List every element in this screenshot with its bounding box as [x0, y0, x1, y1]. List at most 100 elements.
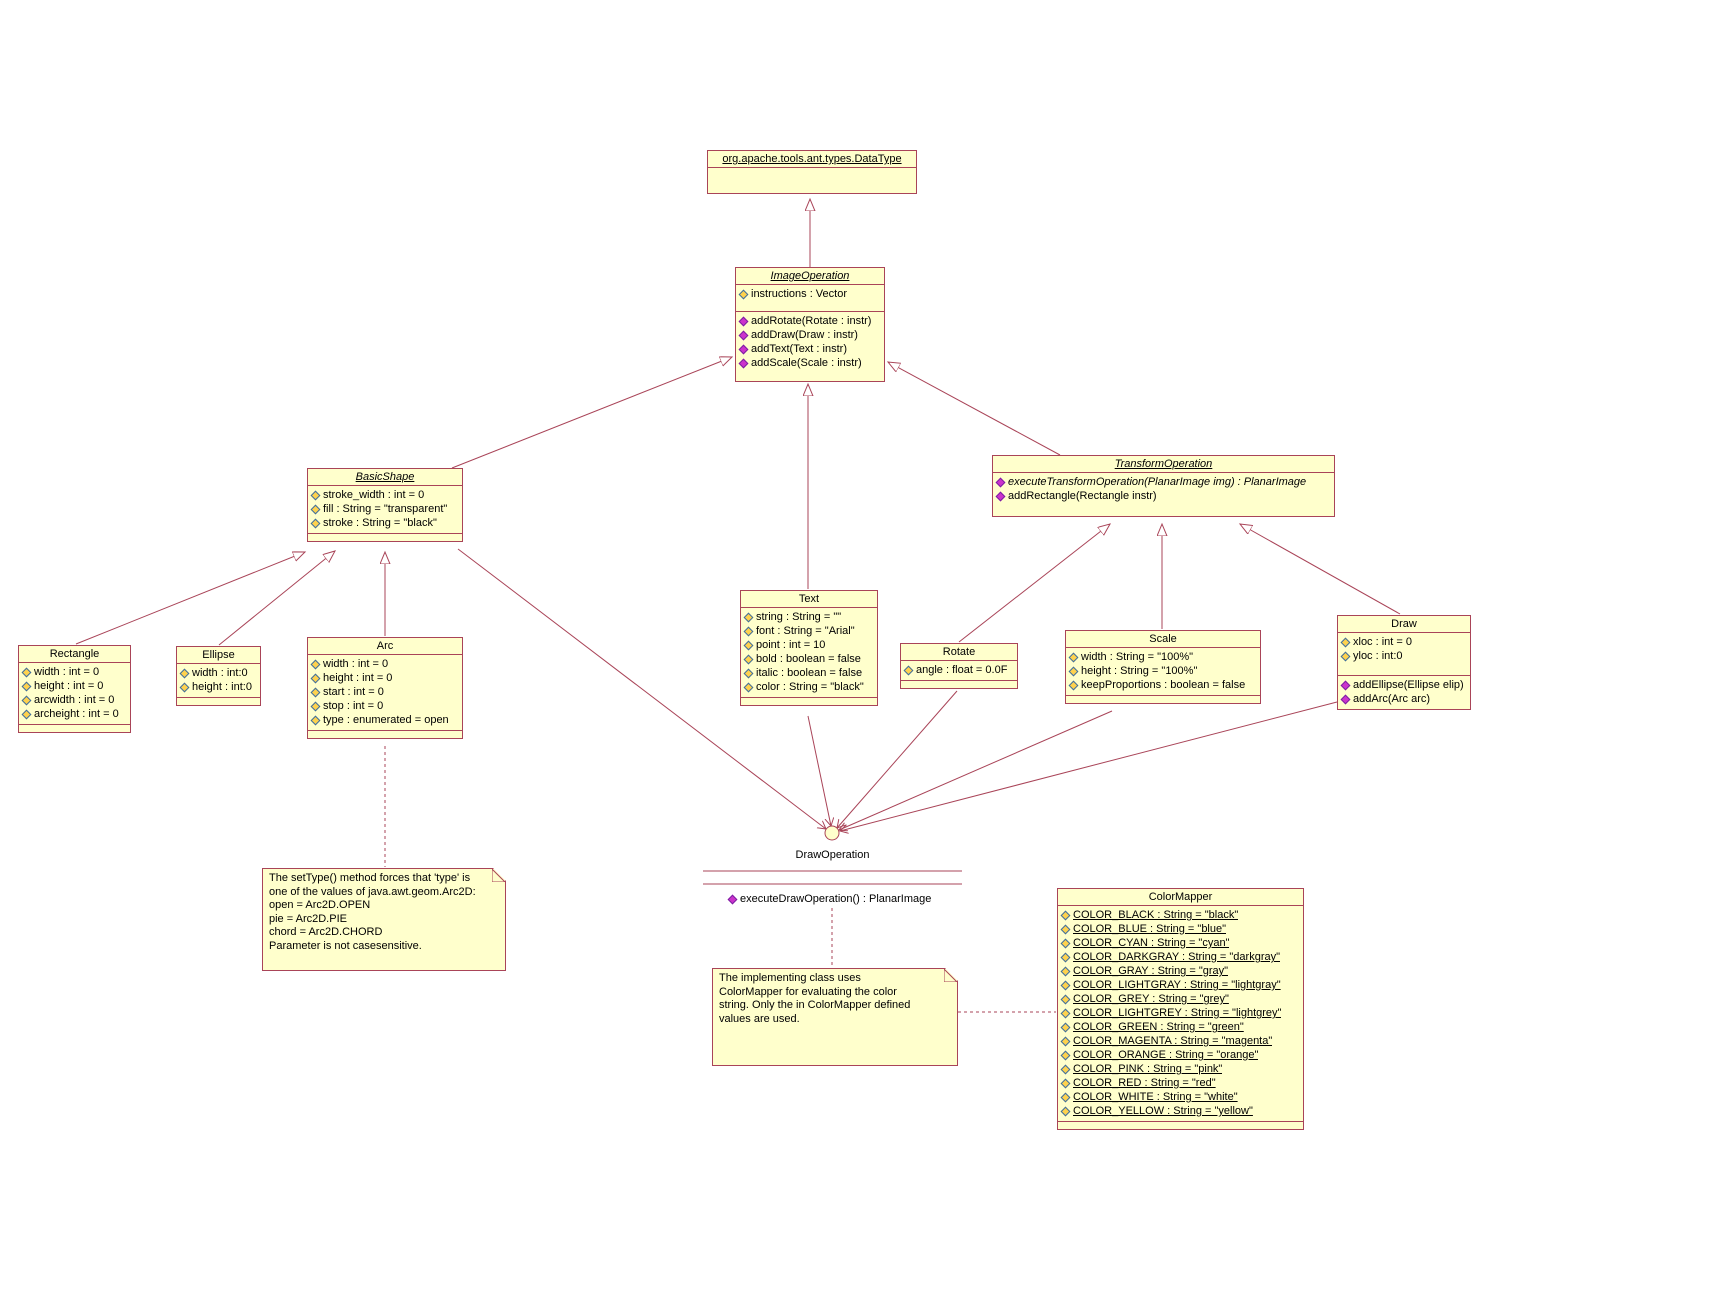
- attribute-icon: [21, 695, 32, 705]
- attribute-icon: [310, 490, 321, 500]
- methods-compartment: addRotate(Rotate : instr) addDraw(Draw :…: [736, 311, 884, 381]
- class-datatype[interactable]: org.apache.tools.ant.types.DataType: [707, 150, 917, 194]
- attribute-icon: [1340, 651, 1351, 661]
- methods-compartment: [308, 533, 462, 541]
- attribute-row: COLOR_GREY : String = "grey": [1060, 992, 1301, 1006]
- note-text: The implementing class uses ColorMapper …: [719, 972, 911, 1025]
- attribute-row: xloc : int = 0: [1340, 635, 1468, 649]
- attribute-icon: [21, 681, 32, 691]
- method-icon: [738, 358, 749, 368]
- interface-name: DrawOperation: [795, 849, 870, 861]
- attribute-icon: [310, 518, 321, 528]
- class-ellipse[interactable]: Ellipse width : int:0 height : int:0: [176, 646, 261, 706]
- attribute-row: font : String = "Arial": [743, 624, 875, 638]
- class-text[interactable]: Text string : String = "" font : String …: [740, 590, 878, 706]
- attribute-icon: [743, 626, 754, 636]
- interface-method-row: executeDrawOperation() : PlanarImage: [727, 892, 932, 906]
- attribute-icon: [743, 682, 754, 692]
- attribute-row: string : String = "": [743, 610, 875, 624]
- note-arc-settype[interactable]: The setType() method forces that 'type' …: [262, 868, 506, 971]
- attribute-icon: [179, 682, 190, 692]
- note-fold-icon: [944, 969, 957, 982]
- attribute-row: color : String = "black": [743, 680, 875, 694]
- attribute-icon: [1060, 1050, 1071, 1060]
- attribute-row: COLOR_DARKGRAY : String = "darkgray": [1060, 950, 1301, 964]
- class-scale[interactable]: Scale width : String = "100%" height : S…: [1065, 630, 1261, 704]
- attribute-icon: [738, 289, 749, 299]
- attribute-icon: [1060, 938, 1071, 948]
- attribute-icon: [1060, 952, 1071, 962]
- class-transform-operation[interactable]: TransformOperation executeTransformOpera…: [992, 455, 1335, 517]
- attribute-row: COLOR_WHITE : String = "white": [1060, 1090, 1301, 1104]
- class-image-operation[interactable]: ImageOperation instructions : Vector add…: [735, 267, 885, 382]
- methods-compartment: addEllipse(Ellipse elip) addArc(Arc arc): [1338, 675, 1470, 709]
- attributes-compartment: stroke_width : int = 0 fill : String = "…: [308, 485, 462, 533]
- class-draw[interactable]: Draw xloc : int = 0 yloc : int:0 addElli…: [1337, 615, 1471, 710]
- attribute-icon: [743, 612, 754, 622]
- class-title: Rotate: [942, 646, 976, 658]
- attribute-icon: [1060, 994, 1071, 1004]
- class-title: Rectangle: [49, 648, 100, 660]
- method-row: addRotate(Rotate : instr): [738, 314, 882, 328]
- class-title: Ellipse: [202, 649, 235, 661]
- attribute-row: width : int = 0: [310, 657, 460, 671]
- attribute-row: stroke_width : int = 0: [310, 488, 460, 502]
- method-row: addArc(Arc arc): [1340, 692, 1468, 706]
- attribute-row: COLOR_LIGHTGREY : String = "lightgrey": [1060, 1006, 1301, 1020]
- methods-compartment: [177, 697, 260, 705]
- attribute-icon: [1068, 652, 1079, 662]
- generalization-basicshape-imageoperation: [451, 357, 732, 469]
- class-title: Text: [798, 593, 820, 605]
- class-rectangle[interactable]: Rectangle width : int = 0 height : int =…: [18, 645, 131, 733]
- attribute-icon: [1060, 1022, 1071, 1032]
- attributes-compartment: instructions : Vector: [736, 284, 884, 311]
- attribute-row: height : int = 0: [21, 679, 128, 693]
- methods-compartment: [901, 680, 1017, 688]
- attribute-icon: [903, 665, 914, 675]
- methods-compartment: [19, 724, 130, 732]
- attribute-row: height : String = "100%": [1068, 664, 1258, 678]
- class-rotate[interactable]: Rotate angle : float = 0.0F: [900, 643, 1018, 689]
- attributes-compartment: width : int:0 height : int:0: [177, 663, 260, 697]
- attribute-icon: [310, 687, 321, 697]
- attribute-icon: [310, 659, 321, 669]
- attribute-row: instructions : Vector: [738, 287, 882, 301]
- attributes-compartment: width : int = 0 height : int = 0 start :…: [308, 654, 462, 730]
- method-icon: [1340, 680, 1351, 690]
- note-colormapper-usage[interactable]: The implementing class uses ColorMapper …: [712, 968, 958, 1066]
- class-title: ColorMapper: [1148, 891, 1213, 903]
- attribute-icon: [1060, 966, 1071, 976]
- methods-compartment: [308, 730, 462, 738]
- attribute-row: yloc : int:0: [1340, 649, 1468, 663]
- attribute-icon: [1068, 680, 1079, 690]
- interface-method-label: executeDrawOperation() : PlanarImage: [740, 893, 932, 905]
- attribute-icon: [743, 668, 754, 678]
- attribute-row: COLOR_RED : String = "red": [1060, 1076, 1301, 1090]
- class-title: org.apache.tools.ant.types.DataType: [722, 153, 902, 165]
- class-title: TransformOperation: [1114, 458, 1213, 470]
- interface-lollipop-circle[interactable]: [824, 825, 840, 841]
- attribute-row: height : int:0: [179, 680, 258, 694]
- attribute-row: type : enumerated = open: [310, 713, 460, 727]
- attribute-row: height : int = 0: [310, 671, 460, 685]
- method-icon: [995, 491, 1006, 501]
- attribute-row: point : int = 10: [743, 638, 875, 652]
- realization-basicshape-drawoperation: [457, 548, 826, 829]
- attribute-row: width : int = 0: [21, 665, 128, 679]
- class-title: Scale: [1149, 633, 1177, 645]
- note-fold-icon: [492, 869, 505, 882]
- class-colormapper[interactable]: ColorMapper COLOR_BLACK : String = "blac…: [1057, 888, 1304, 1130]
- method-row: addDraw(Draw : instr): [738, 328, 882, 342]
- attribute-row: archeight : int = 0: [21, 707, 128, 721]
- attribute-row: COLOR_GREEN : String = "green": [1060, 1020, 1301, 1034]
- attribute-row: italic : boolean = false: [743, 666, 875, 680]
- attribute-row: angle : float = 0.0F: [903, 663, 1015, 677]
- attribute-icon: [310, 673, 321, 683]
- class-arc[interactable]: Arc width : int = 0 height : int = 0 sta…: [307, 637, 463, 739]
- attribute-icon: [310, 715, 321, 725]
- method-icon: [738, 330, 749, 340]
- realization-rotate-drawoperation: [837, 690, 958, 828]
- class-basic-shape[interactable]: BasicShape stroke_width : int = 0 fill :…: [307, 468, 463, 542]
